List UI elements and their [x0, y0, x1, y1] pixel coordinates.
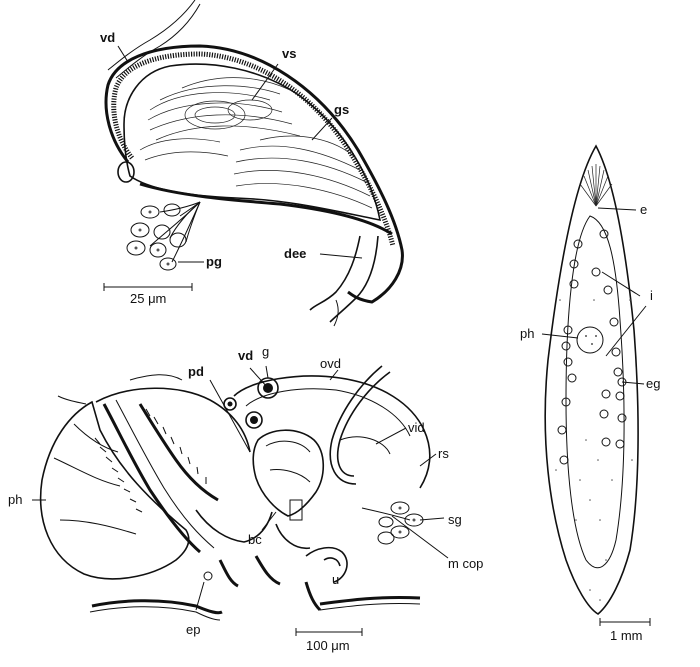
label-sg: sg: [448, 512, 462, 527]
scale-label-a: 25 μm: [130, 291, 166, 306]
label-vd-a: vd: [100, 30, 115, 45]
label-ph-b: ph: [8, 492, 22, 507]
label-eg: eg: [646, 376, 660, 391]
label-vd-b: vd: [238, 348, 253, 363]
panel-a-copulatory-organ: vd vs gs dee pg 25 μm: [100, 0, 404, 327]
label-pd: pd: [188, 364, 204, 379]
prostatic-glands: [126, 201, 201, 271]
label-rs: rs: [438, 446, 449, 461]
label-ph-c: ph: [520, 326, 534, 341]
label-ep: ep: [186, 622, 200, 637]
label-dee: dee: [284, 246, 306, 261]
panel-c-whole-animal: e i ph eg 1 mm: [520, 144, 660, 643]
shell-glands: [361, 501, 424, 545]
scale-bar-a: 25 μm: [103, 283, 193, 306]
scale-bar-c: 1 mm: [599, 618, 651, 643]
label-ovd: ovd: [320, 356, 341, 371]
label-vid: vid: [408, 420, 425, 435]
panel-b-sagittal-reconstruction: pd vd g ovd vid rs ph sg m cop bc u ep 1…: [8, 344, 483, 653]
scale-bar-b: 100 μm: [295, 628, 363, 653]
label-bc: bc: [248, 532, 262, 547]
label-pg: pg: [206, 254, 222, 269]
scale-label-b: 100 μm: [306, 638, 350, 653]
organ-circles: [557, 229, 627, 465]
label-mcop: m cop: [448, 556, 483, 571]
scale-label-c: 1 mm: [610, 628, 643, 643]
label-vs: vs: [282, 46, 296, 61]
label-e: e: [640, 202, 647, 217]
label-gs: gs: [334, 102, 349, 117]
label-u: u: [332, 572, 339, 587]
anterior-fan: [579, 164, 613, 207]
label-i: i: [650, 288, 653, 303]
label-g: g: [262, 344, 269, 359]
